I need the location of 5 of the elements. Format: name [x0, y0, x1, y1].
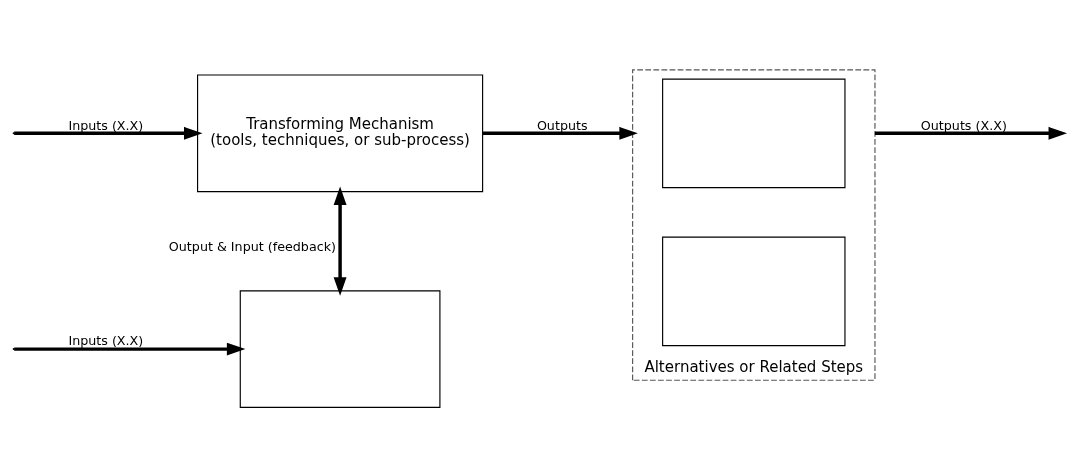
edge-label: Outputs (X.X): [920, 117, 1007, 133]
edge-label: Inputs (X.X): [68, 117, 144, 133]
edge-label: Output & Input (feedback): [168, 239, 336, 255]
edge-label: Outputs: [536, 117, 588, 133]
edge-label: Inputs (X.X): [68, 333, 144, 349]
